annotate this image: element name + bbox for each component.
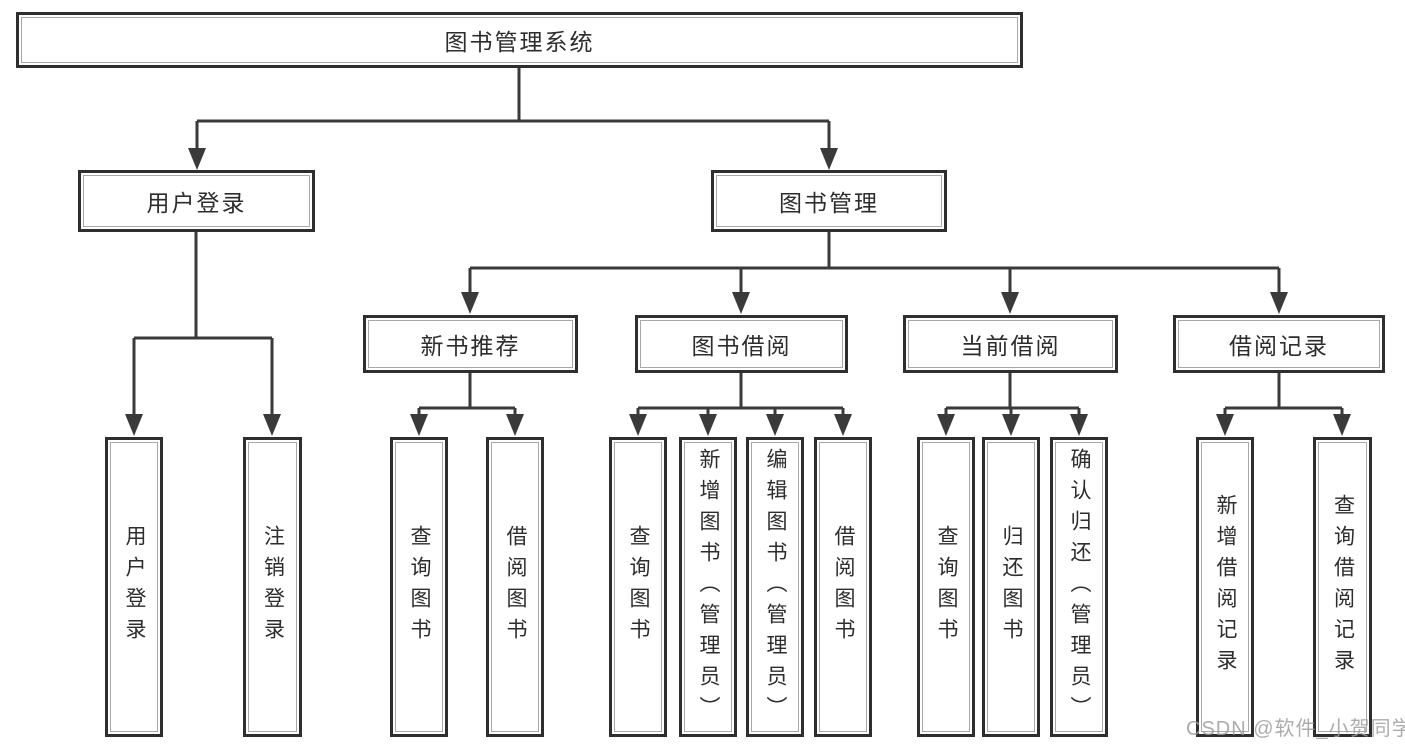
node-label: 查询图书 <box>408 525 431 649</box>
node-label: 借阅图书 <box>504 525 527 649</box>
leaf-return-books: 归还图书 <box>982 437 1040 737</box>
node-current-borrowing: 当前借阅 <box>903 315 1118 373</box>
leaf-borrow-books-recommend: 借阅图书 <box>486 437 544 737</box>
leaf-add-book-admin: 新增图书（管理员） <box>679 437 737 737</box>
leaf-query-borrow-record: 查询借阅记录 <box>1313 437 1372 737</box>
leaf-query-books-borrowing: 查询图书 <box>609 437 667 737</box>
node-label: 用户登录 <box>123 525 146 649</box>
csdn-watermark: CSDN @软件_小贺同学 <box>1186 718 1405 740</box>
node-label: 用户登录 <box>146 190 247 216</box>
leaf-confirm-return-admin: 确认归还（管理员） <box>1050 437 1108 737</box>
node-label: 图书管理系统 <box>444 29 595 55</box>
node-label: 图书借阅 <box>691 333 792 359</box>
node-label: 新增图书（管理员） <box>697 447 720 727</box>
arrowheads <box>125 148 1351 436</box>
node-label: 新书推荐 <box>420 333 521 359</box>
node-label: 查询借阅记录 <box>1331 494 1355 680</box>
node-new-book-recommendation: 新书推荐 <box>363 315 578 373</box>
leaf-add-borrow-record: 新增借阅记录 <box>1196 437 1254 737</box>
node-label: 注销登录 <box>261 525 285 649</box>
node-label: 当前借阅 <box>960 333 1061 359</box>
node-label: 归还图书 <box>1000 525 1023 649</box>
node-label: 编辑图书（管理员） <box>764 447 787 727</box>
node-label: 新增借阅记录 <box>1214 494 1237 680</box>
leaf-edit-book-admin: 编辑图书（管理员） <box>746 437 804 737</box>
leaf-query-books-current: 查询图书 <box>917 437 975 737</box>
node-book-management: 图书管理 <box>711 170 947 232</box>
node-label: 查询图书 <box>935 525 958 649</box>
node-borrowing-records: 借阅记录 <box>1173 315 1385 373</box>
node-label: 借阅记录 <box>1229 333 1329 359</box>
node-label: 查询图书 <box>627 525 650 649</box>
node-book-borrowing: 图书借阅 <box>635 315 848 373</box>
leaf-logout: 注销登录 <box>243 437 302 737</box>
node-label: 借阅图书 <box>832 525 855 649</box>
leaf-query-books-recommend: 查询图书 <box>390 437 448 737</box>
node-label: 确认归还（管理员） <box>1068 447 1091 727</box>
node-label: 图书管理 <box>779 190 879 216</box>
node-user-login: 用户登录 <box>78 170 315 232</box>
leaf-user-login: 用户登录 <box>105 437 163 737</box>
leaf-borrow-books-borrowing: 借阅图书 <box>814 437 872 737</box>
node-library-management-system: 图书管理系统 <box>16 12 1023 68</box>
